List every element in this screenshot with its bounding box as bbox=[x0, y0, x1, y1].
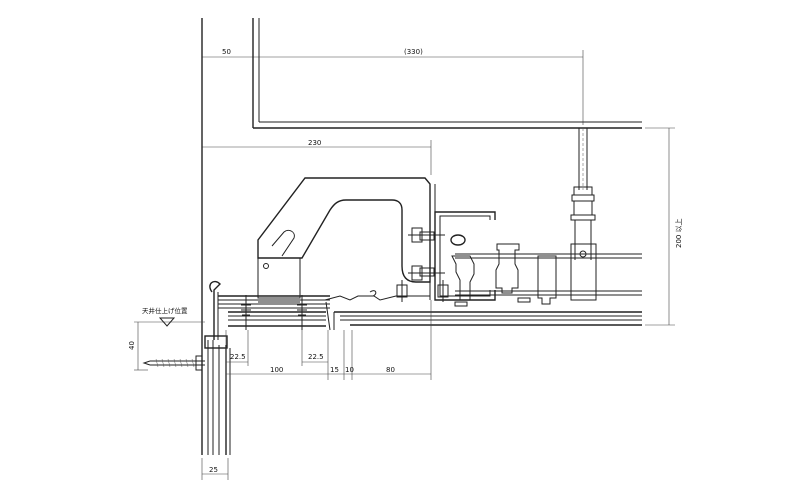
upper-beam bbox=[252, 18, 642, 129]
bottom-dimension-lines bbox=[201, 300, 432, 480]
dim-22-5-right: 22.5 bbox=[308, 353, 324, 361]
left-dimension-40 bbox=[134, 317, 205, 371]
dim-40: 40 bbox=[128, 341, 136, 350]
right-dimension bbox=[645, 127, 675, 326]
left-wall bbox=[201, 18, 209, 455]
anchor-screw bbox=[142, 355, 205, 371]
dim-22-5-left: 22.5 bbox=[230, 353, 246, 361]
ceiling-finish-label: 天井仕上げ位置 bbox=[142, 306, 188, 315]
c-channel-bracket bbox=[419, 184, 496, 301]
dim-100: 100 bbox=[270, 366, 283, 374]
dim-330: (330) bbox=[404, 48, 423, 56]
ceiling-channels bbox=[451, 243, 642, 307]
ceiling-boards bbox=[334, 311, 642, 326]
dim-200: 200 以上 bbox=[674, 218, 683, 248]
edge-trim bbox=[209, 280, 430, 340]
dim-50: 50 bbox=[222, 48, 231, 56]
dim-10: 10 bbox=[345, 366, 354, 374]
trim-screws bbox=[240, 295, 308, 330]
arm-bracket bbox=[257, 177, 431, 303]
dim-15: 15 bbox=[330, 366, 339, 374]
dim-230: 230 bbox=[308, 139, 321, 147]
hanging-bolt bbox=[570, 128, 597, 301]
bracket-bolts bbox=[396, 227, 449, 302]
top-dimension-lines bbox=[201, 50, 584, 175]
dim-80: 80 bbox=[386, 366, 395, 374]
dim-25: 25 bbox=[209, 466, 218, 474]
